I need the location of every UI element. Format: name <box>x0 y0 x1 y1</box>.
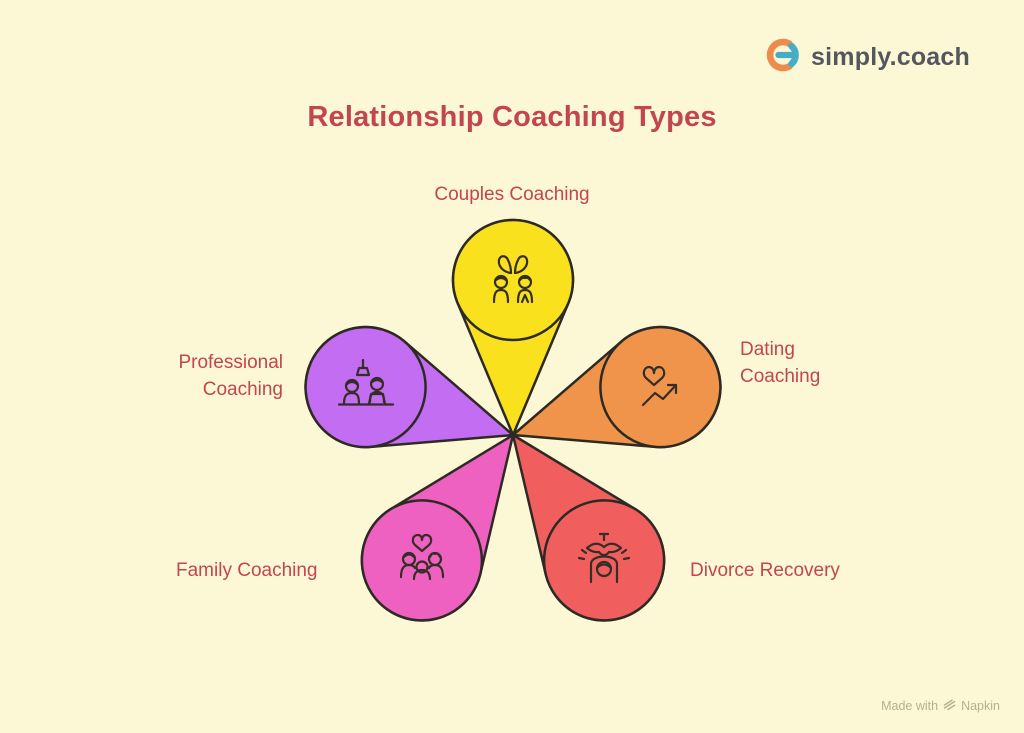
label-family-coaching: Family Coaching <box>176 560 318 581</box>
petal-family <box>360 432 515 622</box>
petal-couples <box>451 218 575 439</box>
petal-dating <box>509 325 722 449</box>
label-couples-coaching: Couples Coaching <box>434 184 590 205</box>
credit-brand-text: Napkin <box>961 698 1000 713</box>
simply-coach-ring-icon <box>764 36 802 79</box>
napkin-credit: Made with Napkin <box>881 698 1000 713</box>
brand-logo-text: simply.coach <box>811 43 970 71</box>
credit-made-with-text: Made with <box>881 698 939 713</box>
petal-professional <box>304 325 517 449</box>
petal-divorce-recovery <box>511 432 666 622</box>
dove-over-person-icon <box>577 532 631 584</box>
label-dating-coaching: Dating Coaching <box>740 339 821 387</box>
couple-with-heart-icon <box>492 255 534 304</box>
page-title: Relationship Coaching Types <box>307 101 717 133</box>
label-divorce-recovery: Divorce Recovery <box>690 560 840 581</box>
family-with-heart-icon <box>399 533 445 581</box>
brand-logo: simply.coach <box>764 36 970 79</box>
heart-trend-arrow-icon <box>641 365 678 407</box>
napkin-strokes-icon <box>943 698 956 713</box>
label-professional-coaching: Professional Coaching <box>178 352 283 400</box>
coworkers-desk-lamp-icon <box>337 358 395 406</box>
